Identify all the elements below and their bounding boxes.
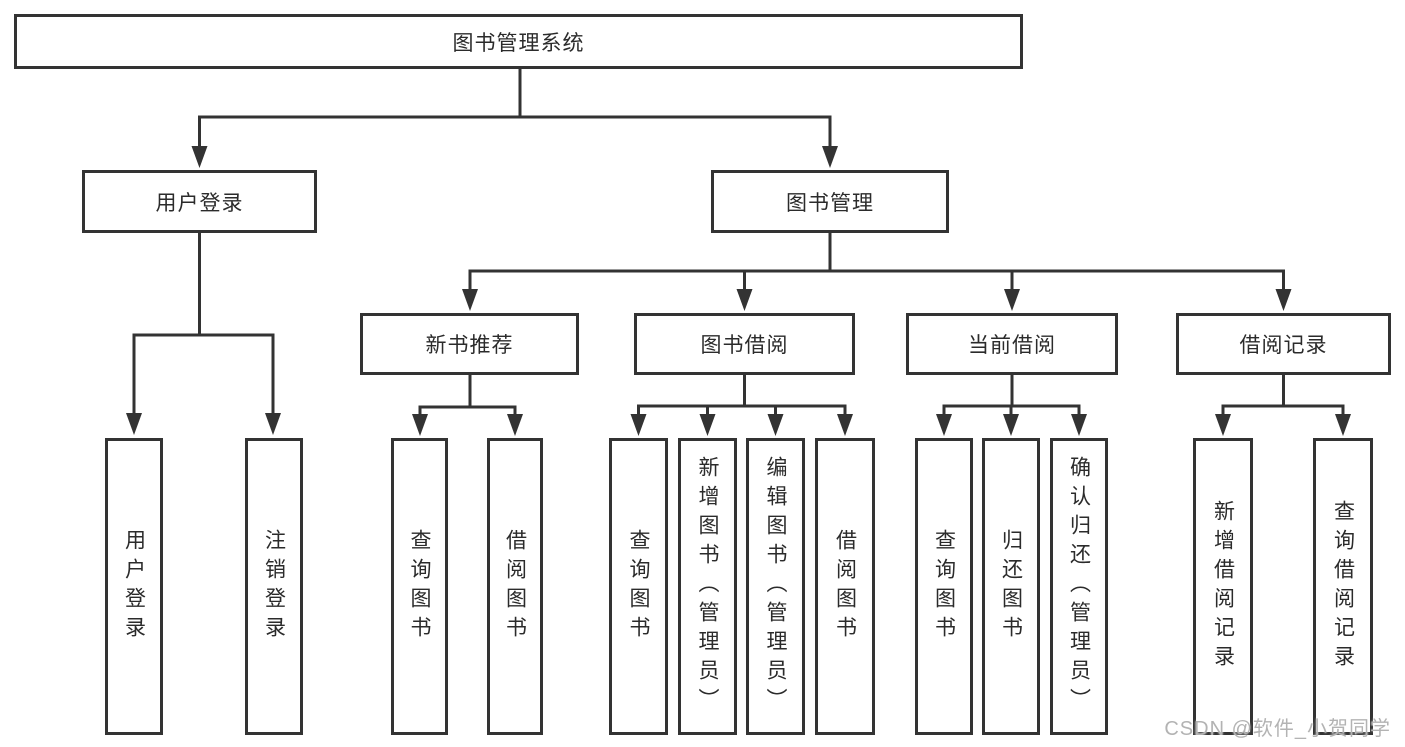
leaf-return-books: 归还图书	[982, 438, 1040, 735]
leaf-edit-books-admin-label: 编辑图书（管理员）	[764, 456, 787, 717]
node-book-borrowing: 图书借阅	[634, 313, 855, 375]
leaf-user-login-label: 用户登录	[122, 528, 146, 645]
csdn-watermark: CSDN @软件_小贺同学	[1164, 718, 1391, 740]
leaf-borrow-books-borrowing-label: 借阅图书	[833, 528, 857, 645]
leaf-add-books-admin: 新增图书（管理员）	[678, 438, 737, 735]
node-book-borrowing-label: 图书借阅	[700, 334, 789, 357]
node-new-book-recommend-label: 新书推荐	[425, 334, 514, 357]
leaf-query-books-current-label: 查询图书	[932, 528, 956, 645]
leaf-borrow-books-recommend-label: 借阅图书	[503, 528, 527, 645]
node-library-management-system-label: 图书管理系统	[452, 31, 585, 55]
leaf-logout: 注销登录	[245, 438, 303, 735]
node-user-login: 用户登录	[82, 170, 317, 233]
leaf-query-books-recommend-label: 查询图书	[408, 528, 431, 645]
arrowheads	[126, 146, 1351, 436]
leaf-user-login: 用户登录	[105, 438, 163, 735]
node-borrowing-records-label: 借阅记录	[1239, 334, 1328, 357]
leaf-add-borrow-record-label: 新增借阅记录	[1211, 499, 1235, 674]
node-current-borrowing-label: 当前借阅	[968, 334, 1056, 357]
leaf-query-books-borrowing: 查询图书	[609, 438, 668, 735]
leaf-borrow-books-recommend: 借阅图书	[487, 438, 543, 735]
leaf-query-books-current: 查询图书	[915, 438, 973, 735]
leaf-return-books-label: 归还图书	[999, 528, 1023, 645]
leaf-logout-label: 注销登录	[262, 528, 286, 645]
node-user-login-label: 用户登录	[155, 191, 244, 215]
leaf-confirm-return-admin: 确认归还（管理员）	[1050, 438, 1108, 735]
node-current-borrowing: 当前借阅	[906, 313, 1118, 375]
leaf-edit-books-admin: 编辑图书（管理员）	[746, 438, 805, 735]
leaf-add-books-admin-label: 新增图书（管理员）	[696, 456, 719, 717]
leaf-borrow-books-borrowing: 借阅图书	[815, 438, 875, 735]
leaf-query-borrow-record: 查询借阅记录	[1313, 438, 1373, 735]
node-borrowing-records: 借阅记录	[1176, 313, 1391, 375]
leaf-query-books-recommend: 查询图书	[391, 438, 448, 735]
node-book-management-label: 图书管理	[786, 191, 874, 215]
node-new-book-recommend: 新书推荐	[360, 313, 579, 375]
node-library-management-system: 图书管理系统	[14, 14, 1023, 69]
leaf-confirm-return-admin-label: 确认归还（管理员）	[1067, 456, 1091, 717]
leaf-add-borrow-record: 新增借阅记录	[1193, 438, 1253, 735]
node-book-management: 图书管理	[711, 170, 949, 233]
leaf-query-books-borrowing-label: 查询图书	[627, 528, 650, 645]
leaf-query-borrow-record-label: 查询借阅记录	[1331, 499, 1355, 674]
